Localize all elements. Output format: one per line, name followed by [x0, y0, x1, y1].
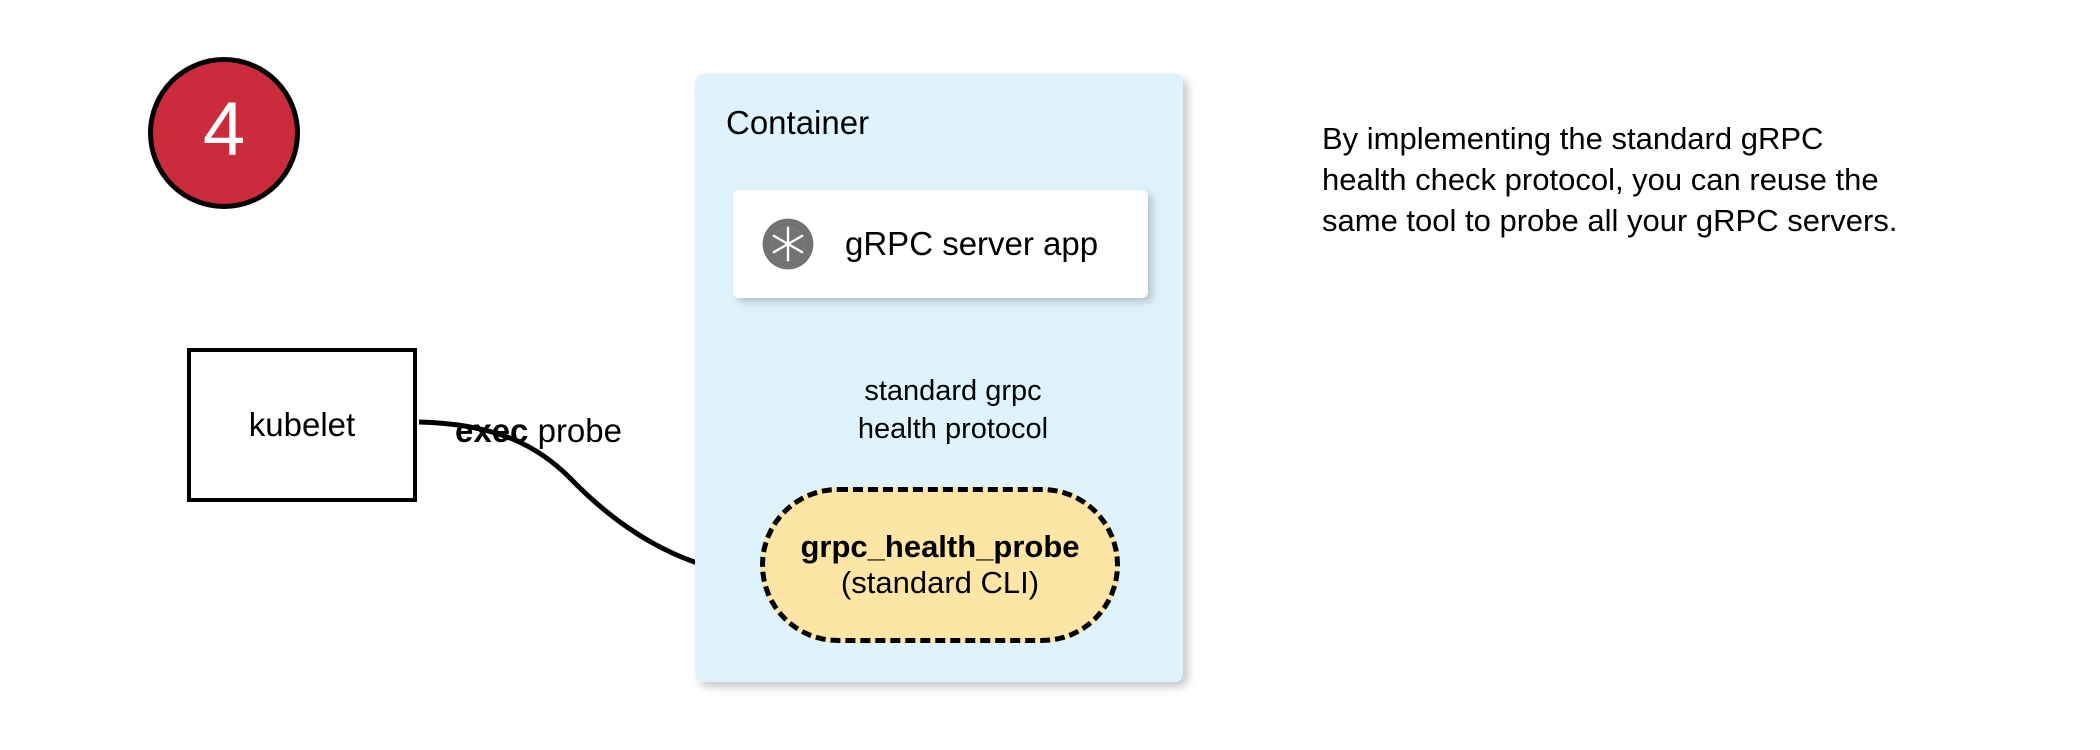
container-title: Container — [726, 104, 870, 141]
explanatory-note: By implementing the standard gRPC health… — [1322, 121, 1898, 239]
kubelet-node: kubelet — [187, 348, 417, 502]
health-protocol-line-1: standard grpc — [864, 375, 1042, 407]
health-protocol-line-2: health protocol — [857, 413, 1049, 446]
health-protocol-edge-label: standard grpc health protocol — [838, 372, 1068, 449]
step-number-badge: 4 — [148, 57, 300, 209]
exec-probe-edge-label: exec probe — [455, 412, 622, 450]
grpc-health-probe-title: grpc_health_probe — [800, 529, 1080, 565]
grpc-server-app-node: gRPC server app — [733, 190, 1148, 298]
grpc-health-probe-subtitle: (standard CLI) — [840, 565, 1040, 600]
grpc-server-app-label: gRPC server app — [845, 225, 1099, 262]
exec-probe-keyword: exec — [455, 412, 529, 449]
kubelet-label: kubelet — [248, 406, 356, 443]
step-number-text: 4 — [202, 87, 246, 172]
exec-probe-suffix: probe — [528, 412, 622, 449]
aperture-icon — [759, 215, 817, 273]
grpc-health-probe-node: grpc_health_probe (standard CLI) — [760, 487, 1120, 643]
edge-exec-probe — [418, 419, 746, 586]
